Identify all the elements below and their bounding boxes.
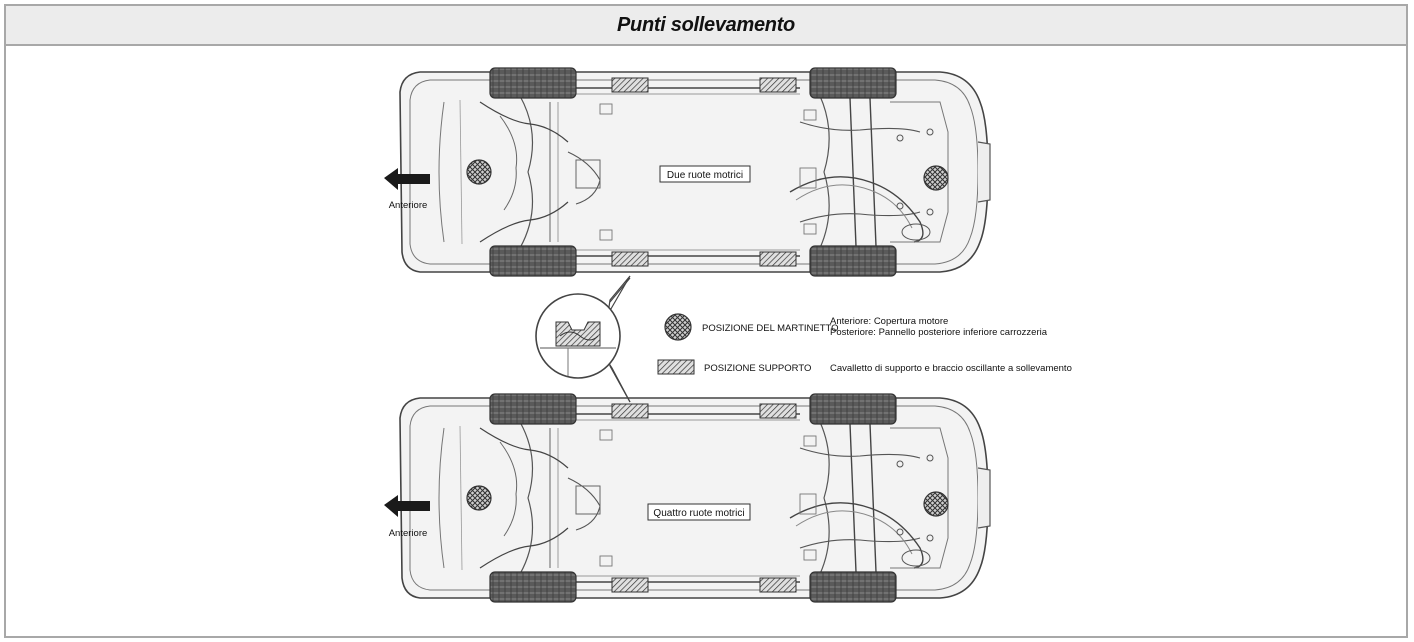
label-box-two-wheel-drive: Due ruote motrici [659,165,751,183]
legend-jack-label: POSIZIONE DEL MARTINETTO [702,323,839,334]
legend-support-desc: Cavalletto di supporto e braccio oscilla… [830,363,1072,374]
label-box-four-wheel-drive: Quattro ruote motrici [647,503,751,521]
page-title: Punti sollevamento [617,13,795,36]
title-bar: Punti sollevamento [6,6,1406,46]
legend-jack-desc-rear: Posteriore: Pannello posteriore inferior… [830,327,1048,338]
legend-support-label: POSIZIONE SUPPORTO [704,363,811,374]
car-two-wheel-drive: Due ruote motrici Anteriore [384,67,991,277]
crosshatch-circle-icon [664,313,692,341]
car-label-four-wheel-drive: Quattro ruote motrici [653,508,744,519]
arrow-left-icon [384,168,430,190]
car-underbody-2 [399,393,991,603]
magnifier-callout [535,275,631,403]
arrow-left-icon [384,495,430,517]
hatched-rectangle-icon [657,359,695,375]
legend-jack-desc-front: Anteriore: Copertura motore [830,316,948,327]
car-four-wheel-drive: Quattro ruote motrici Anteriore [384,393,991,603]
legend: POSIZIONE DEL MARTINETTO Anteriore: Cope… [657,313,1072,375]
car-label-two-wheel-drive: Due ruote motrici [667,170,743,181]
front-label-1: Anteriore [389,200,428,211]
front-label-2: Anteriore [389,528,428,539]
